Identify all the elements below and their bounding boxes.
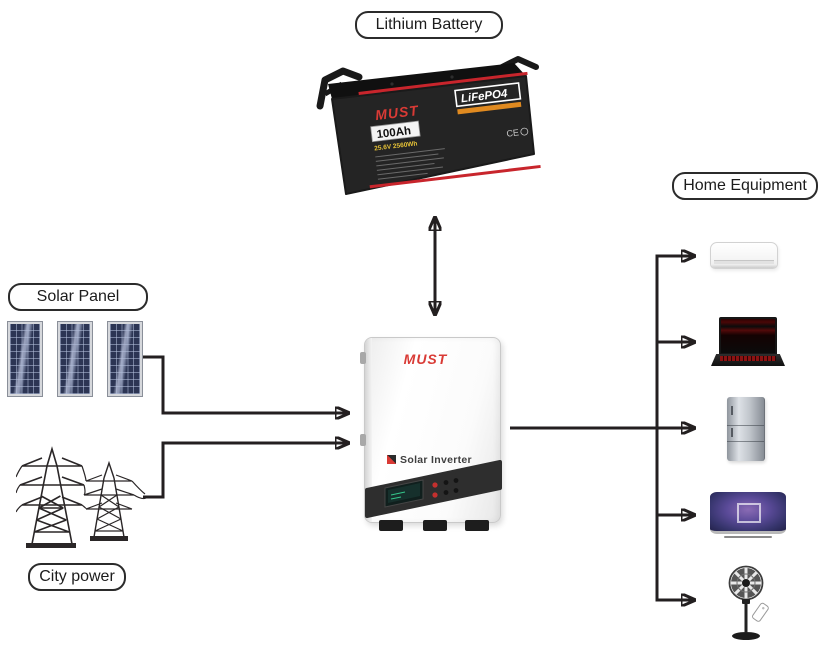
inverter-side-edge	[365, 338, 372, 522]
fan-remote-icon	[752, 602, 769, 622]
connector-solar-to-inverter	[143, 355, 348, 413]
inverter-brand-logo: MUST	[403, 351, 448, 367]
inverter-logo-icon	[387, 455, 397, 464]
air-conditioner-icon	[710, 242, 778, 269]
inverter-foot	[379, 520, 403, 531]
solar-panel-icon	[107, 321, 143, 397]
solar-panel-icon	[7, 321, 43, 397]
solar-panel-label: Solar Panel	[8, 283, 148, 311]
inverter-buttons	[432, 478, 459, 498]
connector-city-to-inverter	[143, 443, 348, 499]
battery-capacity: 100Ah	[376, 125, 412, 141]
battery-certification: CE	[506, 127, 520, 138]
refrigerator-icon	[727, 397, 765, 461]
inverter-control-band	[365, 460, 502, 518]
inverter-product-name: Solar Inverter	[365, 454, 494, 466]
laptop-icon	[711, 317, 785, 369]
inverter-foot	[465, 520, 489, 531]
solar-panel-icon	[57, 321, 93, 397]
television-icon	[710, 492, 786, 542]
lithium-battery-label: Lithium Battery	[355, 11, 503, 39]
battery-chemistry: LiFePO4	[460, 88, 508, 106]
battery-handle-left-icon	[316, 67, 363, 110]
battery-brand-logo: MUST	[374, 102, 420, 123]
power-towers-icon	[16, 446, 147, 548]
standing-fan-icon	[728, 565, 769, 640]
city-power-label: City power	[28, 563, 126, 591]
solar-inverter-image: MUST Solar Inverter	[360, 337, 502, 531]
lithium-battery-image: MUST LiFePO4 100Ah 25.6V 2560Wh CE	[316, 56, 541, 195]
home-equipment-label: Home Equipment	[672, 172, 818, 200]
inverter-foot	[423, 520, 447, 531]
wall-mount-tab	[360, 434, 366, 446]
wall-mount-tab	[360, 352, 366, 364]
